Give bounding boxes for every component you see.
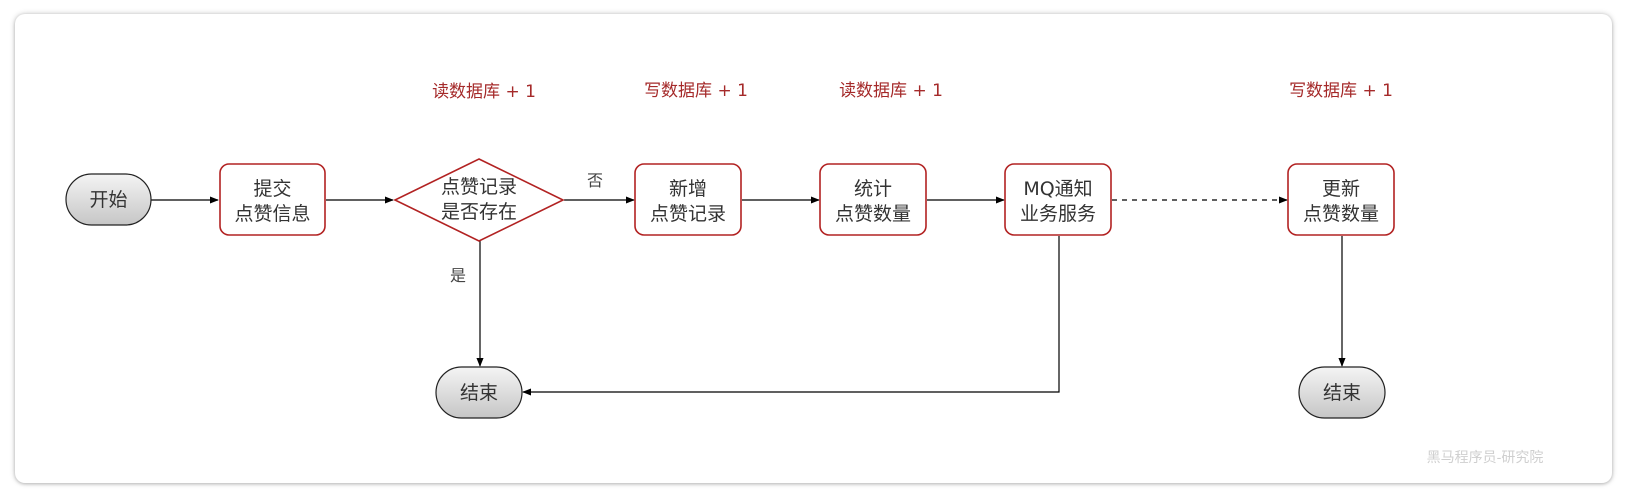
mq-label-line1: MQ通知 xyxy=(1023,178,1092,200)
add-record-label-line2: 点赞记录 xyxy=(650,203,726,225)
count-label-line1: 统计 xyxy=(854,178,892,200)
mq-node: MQ通知 业务服务 xyxy=(1004,163,1112,236)
decision-label-line1: 点赞记录 xyxy=(441,176,517,198)
annotation-write-db-2: 写数据库 + 1 xyxy=(1289,81,1393,101)
count-node: 统计 点赞数量 xyxy=(819,163,927,236)
submit-label-line1: 提交 xyxy=(253,178,291,200)
count-label-line2: 点赞数量 xyxy=(835,203,911,225)
update-node: 更新 点赞数量 xyxy=(1287,163,1395,236)
add-record-node: 新增 点赞记录 xyxy=(634,163,742,236)
update-label-line1: 更新 xyxy=(1322,178,1360,200)
edge-mq-end xyxy=(522,236,1060,396)
update-label-line2: 点赞数量 xyxy=(1303,203,1379,225)
end-left-node: 结束 xyxy=(435,366,523,419)
watermark: 黑马程序员-研究院 xyxy=(1427,450,1544,466)
end-left-label: 结束 xyxy=(460,382,498,404)
add-record-label-line1: 新增 xyxy=(669,178,707,200)
end-right-label: 结束 xyxy=(1323,382,1361,404)
decision-label-line2: 是否存在 xyxy=(441,201,517,223)
start-label: 开始 xyxy=(89,189,127,211)
annotation-read-db-1: 读数据库 + 1 xyxy=(432,82,536,102)
start-node: 开始 xyxy=(65,173,152,226)
end-right-node: 结束 xyxy=(1298,366,1386,419)
annotation-read-db-2: 读数据库 + 1 xyxy=(839,81,943,101)
decision-node: 点赞记录 是否存在 xyxy=(393,158,565,242)
edge-label-no: 否 xyxy=(587,171,603,190)
submit-label-line2: 点赞信息 xyxy=(234,203,310,225)
annotation-write-db-1: 写数据库 + 1 xyxy=(644,81,748,101)
submit-node: 提交 点赞信息 xyxy=(219,163,326,236)
edge-label-yes: 是 xyxy=(450,266,466,285)
mq-label-line2: 业务服务 xyxy=(1020,203,1096,225)
edges xyxy=(151,196,1346,396)
